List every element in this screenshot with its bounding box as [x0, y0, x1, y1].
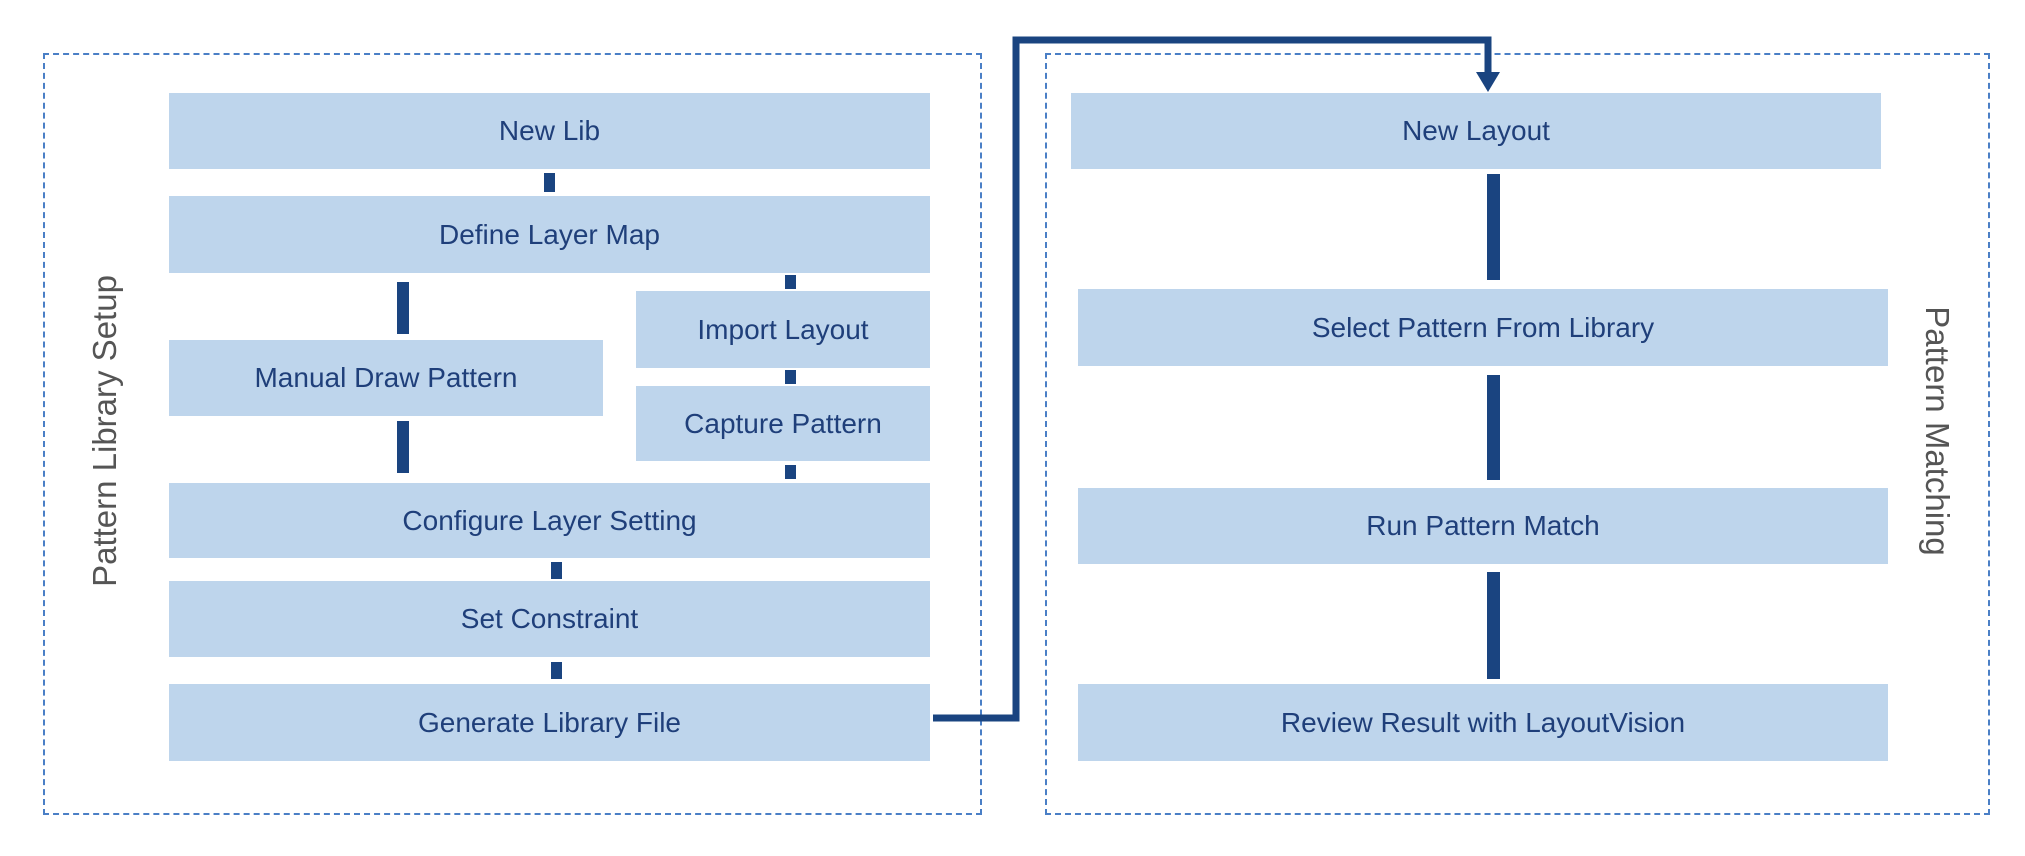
step-set-constraint[interactable]: Set Constraint	[169, 581, 930, 657]
connector	[1487, 174, 1500, 280]
connector	[785, 370, 796, 384]
connector	[397, 421, 409, 473]
step-define-layer-map[interactable]: Define Layer Map	[169, 196, 930, 273]
step-manual-draw-pattern[interactable]: Manual Draw Pattern	[169, 340, 603, 416]
connector	[1487, 572, 1500, 679]
step-select-pattern-from-library[interactable]: Select Pattern From Library	[1078, 289, 1888, 366]
pattern-matching-group	[1045, 53, 1990, 815]
connector	[551, 662, 562, 679]
connector	[785, 275, 796, 289]
step-configure-layer-setting[interactable]: Configure Layer Setting	[169, 483, 930, 558]
arrowhead-icon	[1476, 72, 1500, 92]
step-run-pattern-match[interactable]: Run Pattern Match	[1078, 488, 1888, 564]
step-new-lib[interactable]: New Lib	[169, 93, 930, 169]
connector	[544, 173, 555, 192]
step-new-layout[interactable]: New Layout	[1071, 93, 1881, 169]
connector	[397, 282, 409, 334]
flow-arrow-line	[933, 36, 1492, 722]
step-generate-library-file[interactable]: Generate Library File	[169, 684, 930, 761]
step-review-result[interactable]: Review Result with LayoutVision	[1078, 684, 1888, 761]
connector	[1487, 375, 1500, 480]
pattern-library-setup-group	[43, 53, 982, 815]
connector	[551, 562, 562, 579]
step-import-layout[interactable]: Import Layout	[636, 291, 930, 368]
step-capture-pattern[interactable]: Capture Pattern	[636, 386, 930, 461]
connector	[785, 465, 796, 479]
